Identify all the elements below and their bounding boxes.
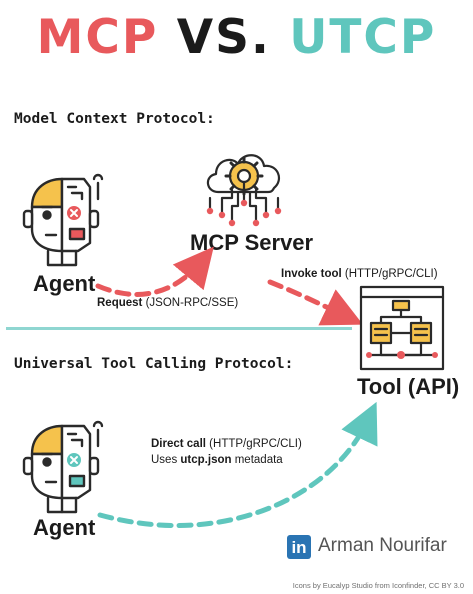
utcp-section-heading: Universal Tool Calling Protocol: bbox=[14, 356, 294, 372]
tool-flowchart-icon bbox=[359, 285, 445, 371]
direct-call-arrow bbox=[97, 401, 378, 529]
invoke-tool-arrow bbox=[267, 279, 364, 326]
request-arrow bbox=[95, 246, 214, 297]
page-title: MCP VS. UTCP bbox=[0, 14, 473, 61]
robot-agent-icon bbox=[22, 173, 104, 267]
mcp-section-heading: Model Context Protocol: bbox=[14, 111, 215, 127]
author-name: Arman Nourifar bbox=[318, 535, 447, 556]
mcp-agent-label: Agent bbox=[33, 271, 96, 296]
robot-agent-icon bbox=[22, 420, 104, 514]
request-note: Request (JSON-RPC/SSE) bbox=[97, 297, 239, 309]
linkedin-icon[interactable]: in bbox=[287, 535, 311, 559]
icon-credit: Icons by Eucalyp Studio from Iconfinder,… bbox=[292, 581, 464, 590]
direct-call-note: Direct call (HTTP/gRPC/CLI) Uses utcp.js… bbox=[151, 438, 302, 466]
title-mcp: MCP bbox=[36, 10, 159, 65]
cloud-gear-server-icon bbox=[206, 154, 282, 227]
tool-api-label: Tool (API) bbox=[357, 374, 460, 399]
title-utcp: UTCP bbox=[289, 10, 437, 65]
title-vs: VS. bbox=[176, 10, 271, 65]
utcp-agent-label: Agent bbox=[33, 515, 96, 540]
invoke-tool-note: Invoke tool (HTTP/gRPC/CLI) bbox=[281, 268, 438, 280]
section-divider bbox=[6, 327, 352, 330]
